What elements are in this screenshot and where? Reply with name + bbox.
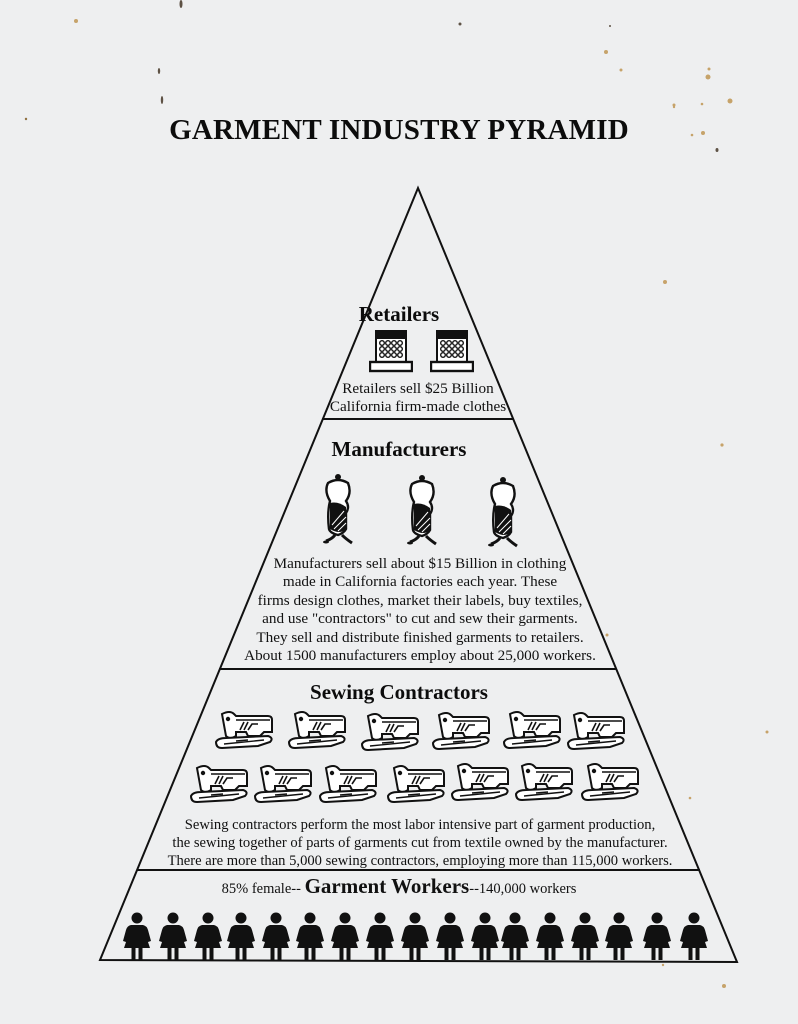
tier-title-manufacturers: Manufacturers — [331, 437, 467, 461]
female-worker-icon — [536, 912, 564, 960]
female-worker-icon — [680, 912, 708, 960]
sewing-machine-icon — [581, 763, 639, 801]
sewing-machine-icon — [567, 712, 625, 750]
female-worker-icon — [401, 912, 429, 960]
female-worker-icon — [643, 912, 671, 960]
female-worker-icon — [159, 912, 187, 960]
female-worker-icon — [331, 912, 359, 960]
sewing-machine-icon — [503, 711, 561, 749]
female-worker-icon — [366, 912, 394, 960]
workers-count: --140,000 workers — [469, 881, 577, 897]
sewing-machine-icon — [451, 763, 509, 801]
workers-title: Garment Workers — [304, 874, 470, 898]
dress-form-mannequin-icon — [488, 477, 518, 548]
dress-form-mannequin-icon — [323, 474, 353, 545]
female-worker-icon — [296, 912, 324, 960]
female-worker-icon — [436, 912, 464, 960]
female-worker-icon — [194, 912, 222, 960]
workers-female-share: 85% female-- — [221, 881, 301, 897]
sewing-machine-icon — [432, 712, 490, 750]
female-worker-icon — [262, 912, 290, 960]
tier-description-manufacturers: Manufacturers sell about $15 Billion in … — [244, 555, 596, 665]
sewing-machine-icon — [215, 711, 273, 749]
female-worker-icon — [501, 912, 529, 960]
sewing-machine-icon — [190, 765, 248, 803]
sewing-machine-icon — [288, 711, 346, 749]
female-worker-icon — [571, 912, 599, 960]
cash-register-icon — [369, 330, 413, 373]
female-worker-icon — [605, 912, 633, 960]
sewing-machine-icon — [515, 763, 573, 801]
sewing-machine-icon — [361, 713, 419, 751]
tier-title-sewing-contractors: Sewing Contractors — [310, 680, 488, 704]
female-worker-icon — [471, 912, 499, 960]
sewing-machine-icon — [254, 765, 312, 803]
female-worker-icon — [123, 912, 151, 960]
sewing-machine-icon — [319, 765, 377, 803]
tier-description-retailers: Retailers sell $25 Billion California fi… — [329, 380, 507, 416]
cash-register-icon — [430, 330, 474, 373]
dress-form-mannequin-icon — [407, 475, 437, 546]
female-worker-icon — [227, 912, 255, 960]
sewing-machine-icon — [387, 765, 445, 803]
tier-description-sewing-contractors: Sewing contractors perform the most labo… — [167, 817, 673, 870]
tier-title-garment-workers: 85% female-- Garment Workers--140,000 wo… — [0, 874, 798, 899]
document-title: GARMENT INDUSTRY PYRAMID — [169, 114, 629, 146]
tier-title-retailers: Retailers — [358, 302, 440, 326]
